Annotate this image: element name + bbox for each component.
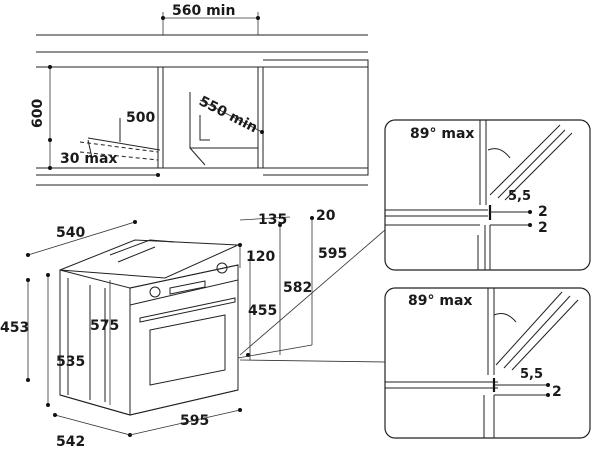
detail-bottom-angle: 89° max [408, 293, 472, 309]
cabinet-drawing [36, 12, 369, 186]
dim-542: 542 [56, 434, 85, 450]
detail-top-d2: 2 [538, 220, 548, 236]
callout-line-top [239, 229, 386, 356]
dim-30-max: 30 max [60, 151, 117, 167]
dim-535: 535 [56, 354, 85, 370]
detail-top-gap: 5,5 [508, 189, 531, 204]
dim-600: 600 [30, 99, 46, 128]
detail-bottom-d1: 2 [552, 384, 562, 400]
dim-550-min: 550 min [196, 93, 260, 136]
dim-595-width: 595 [180, 413, 209, 429]
dim-20: 20 [316, 208, 336, 224]
detail-box-bottom [384, 287, 591, 439]
callout-line-bottom [239, 359, 386, 363]
dim-575: 575 [90, 318, 119, 334]
detail-box-top [384, 119, 591, 271]
detail-top-angle: 89° max [410, 126, 474, 142]
dim-595-height: 595 [318, 246, 347, 262]
detail-top-d1: 2 [538, 204, 548, 220]
oven-drawing [26, 216, 314, 437]
dim-135: 135 [258, 212, 287, 228]
dim-540: 540 [56, 225, 85, 241]
dim-120: 120 [246, 249, 275, 265]
dim-560-min: 560 min [172, 3, 235, 19]
dim-582: 582 [283, 280, 312, 296]
dim-453: 453 [0, 320, 29, 336]
dim-455: 455 [248, 303, 277, 319]
detail-bottom-gap: 5,5 [520, 367, 543, 382]
dim-500: 500 [126, 110, 155, 126]
